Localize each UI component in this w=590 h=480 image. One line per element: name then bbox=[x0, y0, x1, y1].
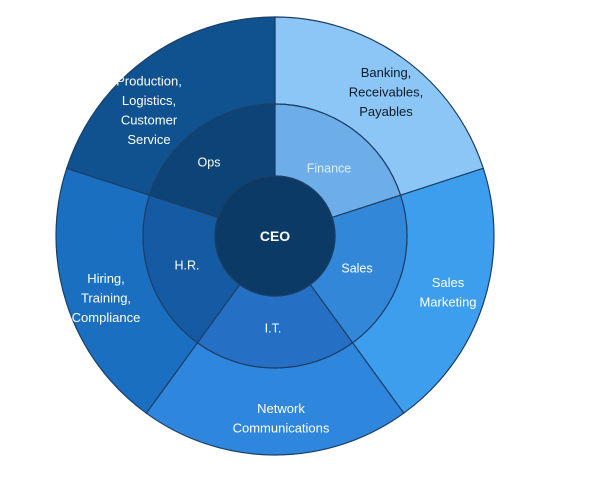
outer-label-line: Sales bbox=[432, 275, 465, 290]
outer-label-line: Customer bbox=[121, 112, 178, 127]
outer-label-line: Marketing bbox=[419, 294, 476, 309]
inner-label-hr: H.R. bbox=[175, 259, 200, 273]
inner-label-ops: Ops bbox=[198, 156, 221, 170]
inner-label-sales: Sales bbox=[341, 262, 372, 276]
inner-label-it: I.T. bbox=[265, 322, 282, 336]
outer-label-line: Logistics, bbox=[122, 93, 176, 108]
outer-label-line: Production, bbox=[116, 73, 182, 88]
outer-label-line: Training, bbox=[81, 291, 131, 306]
outer-label-line: Payables bbox=[359, 104, 413, 119]
outer-label-finance: Banking, Receivables, Payables bbox=[349, 65, 423, 119]
outer-label-line: Banking, bbox=[361, 65, 412, 80]
outer-label-line: Receivables, bbox=[349, 85, 423, 100]
center-circle bbox=[214, 175, 336, 297]
inner-label-finance: Finance bbox=[307, 162, 352, 176]
outer-label-line: Hiring, bbox=[87, 271, 125, 286]
outer-label-line: Network bbox=[257, 401, 305, 416]
outer-label-line: Compliance bbox=[72, 310, 141, 325]
outer-label-hr: Hiring, Training, Compliance bbox=[72, 271, 141, 325]
labels-layer: Banking, Receivables, PayablesFinanceSales… bbox=[72, 65, 477, 435]
outer-label-line: Service bbox=[127, 132, 170, 147]
segments-layer bbox=[55, 16, 495, 456]
outer-label-line: Communications bbox=[233, 420, 330, 435]
center-label: CEO bbox=[260, 228, 290, 244]
